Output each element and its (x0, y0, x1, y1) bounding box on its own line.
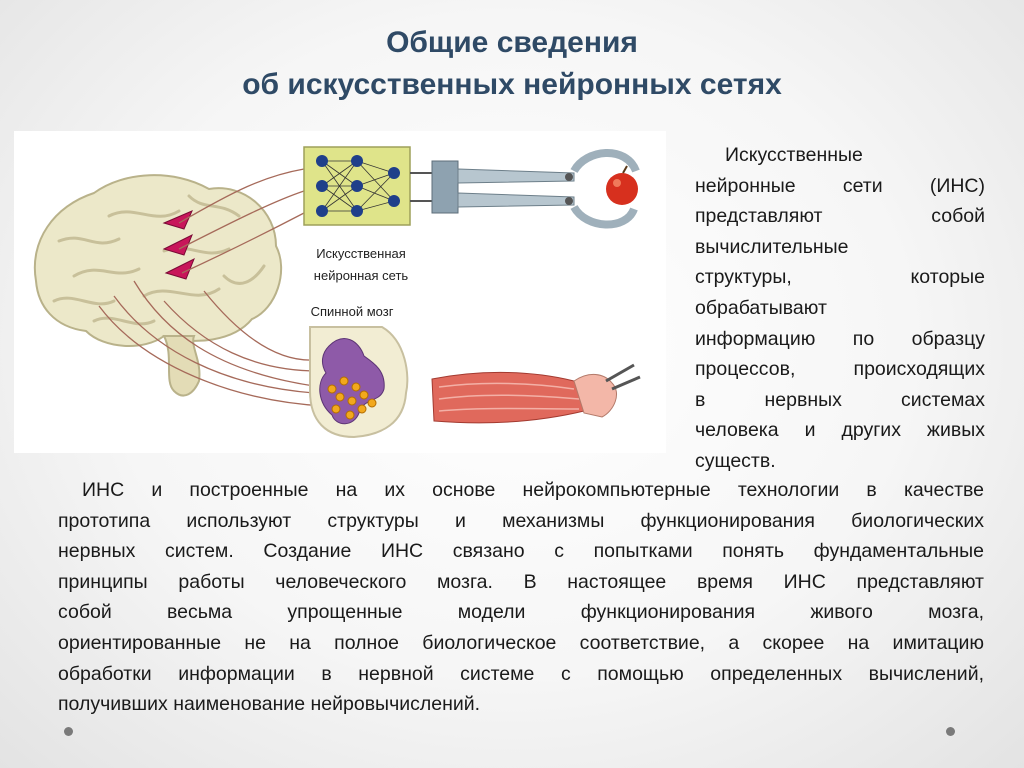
ann-label-line-1: Искусственная (316, 246, 406, 261)
body-line: обработки информации в нервной системе с… (58, 662, 984, 685)
definition-line: в нервных системах (695, 388, 985, 411)
body-line: нервных систем. Создание ИНС связано с п… (58, 540, 984, 563)
definition-line: процессов, происходящих (695, 358, 985, 381)
decorative-dot-left (64, 727, 73, 736)
illustration-svg (33, 146, 641, 439)
body-line: ориентированные не на полное биологическ… (58, 631, 984, 654)
ann-network-box (303, 146, 411, 226)
decorative-dot-right (946, 727, 955, 736)
spinal-cord-image (309, 326, 409, 439)
apple-image (606, 165, 638, 205)
body-line: принципы работы человеческого мозга. В н… (58, 570, 984, 593)
spinal-cord-label: Спинной мозг (310, 304, 394, 319)
slide-title-line-1: Общие сведения (386, 26, 638, 59)
definition-line: структуры, которые (695, 266, 985, 289)
body-line: получивших наименование нейровычислений. (58, 693, 481, 716)
definition-line: вычислительные (695, 235, 849, 258)
brain-arrows (162, 210, 195, 280)
body-paragraph: ИНС и построенные на их основе нейрокомп… (58, 475, 984, 720)
body-line: собой весьма упрощенные модели функциони… (58, 601, 984, 624)
brain-image (33, 174, 283, 397)
definition-line: Искусственные (725, 144, 863, 166)
robot-gripper-image (410, 149, 640, 229)
slide-title-line-2: об искусственных нейронных сетях (242, 68, 782, 101)
definition-line: информацию по образцу (695, 327, 985, 350)
body-line: прототипа используют структуры и механиз… (58, 509, 984, 532)
definition-line: существ. (695, 449, 776, 472)
ann-label: Искусственная нейронная сеть (296, 243, 426, 287)
definition-paragraph: Искусственные нейронные сети (ИНС) предс… (695, 140, 985, 477)
definition-line: человека и других живых (695, 419, 985, 442)
definition-line: нейронные сети (ИНС) (695, 174, 985, 197)
brain-ann-illustration: Искусственная нейронная сеть Спинной моз… (14, 131, 666, 453)
ann-label-line-2: нейронная сеть (313, 268, 409, 283)
body-line: ИНС и построенные на их основе нейрокомп… (82, 479, 984, 501)
definition-line: представляют собой (695, 205, 985, 228)
definition-line: обрабатывают (695, 296, 827, 319)
slide-title: Общие сведения об искусственных нейронны… (0, 22, 1024, 106)
arm-muscle-image (431, 363, 641, 424)
